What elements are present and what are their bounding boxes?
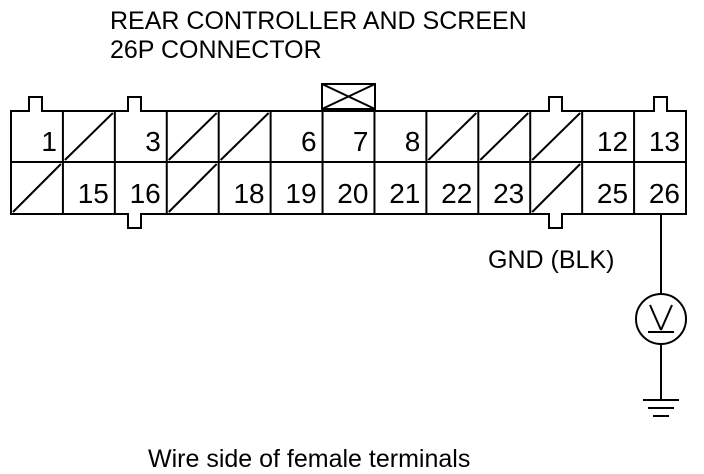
terminal-number: 21: [389, 178, 420, 209]
terminal-number: 16: [130, 178, 161, 209]
terminal-number: 7: [353, 126, 369, 157]
empty-terminal-slash: [12, 163, 62, 213]
terminal-number: 26: [649, 178, 680, 209]
terminal-number: 13: [649, 126, 680, 157]
terminal-number: 3: [145, 126, 161, 157]
title-line-2: 26P CONNECTOR: [110, 36, 322, 64]
terminal-number: 22: [441, 178, 472, 209]
terminal-number: 12: [597, 126, 628, 157]
title-line-1: REAR CONTROLLER AND SCREEN: [110, 7, 527, 35]
connector-housing: [10, 96, 687, 229]
terminal-number: 1: [41, 126, 57, 157]
terminal-number: 25: [597, 178, 628, 209]
empty-terminal-slash: [168, 163, 218, 213]
terminal-number: 15: [78, 178, 109, 209]
empty-terminal-slash: [531, 112, 581, 161]
ground-icon: [643, 399, 679, 417]
voltmeter-icon: [635, 293, 687, 345]
empty-terminal-slash: [427, 112, 478, 161]
connector-key-icon: [321, 83, 376, 110]
terminal-number: 23: [493, 178, 524, 209]
empty-terminal-slash: [64, 112, 114, 161]
empty-terminal-slash: [219, 112, 270, 161]
terminal-number: 6: [301, 126, 317, 157]
terminal-number: 20: [337, 178, 368, 209]
empty-terminal-slash: [479, 112, 529, 161]
terminal-number: 19: [285, 178, 316, 209]
terminal-number: 8: [405, 126, 421, 157]
probe-label: GND (BLK): [488, 246, 614, 274]
caption: Wire side of female terminals: [148, 445, 470, 473]
empty-terminal-slash: [168, 112, 218, 161]
terminal-number: 18: [233, 178, 264, 209]
empty-terminal-slash: [531, 163, 581, 213]
